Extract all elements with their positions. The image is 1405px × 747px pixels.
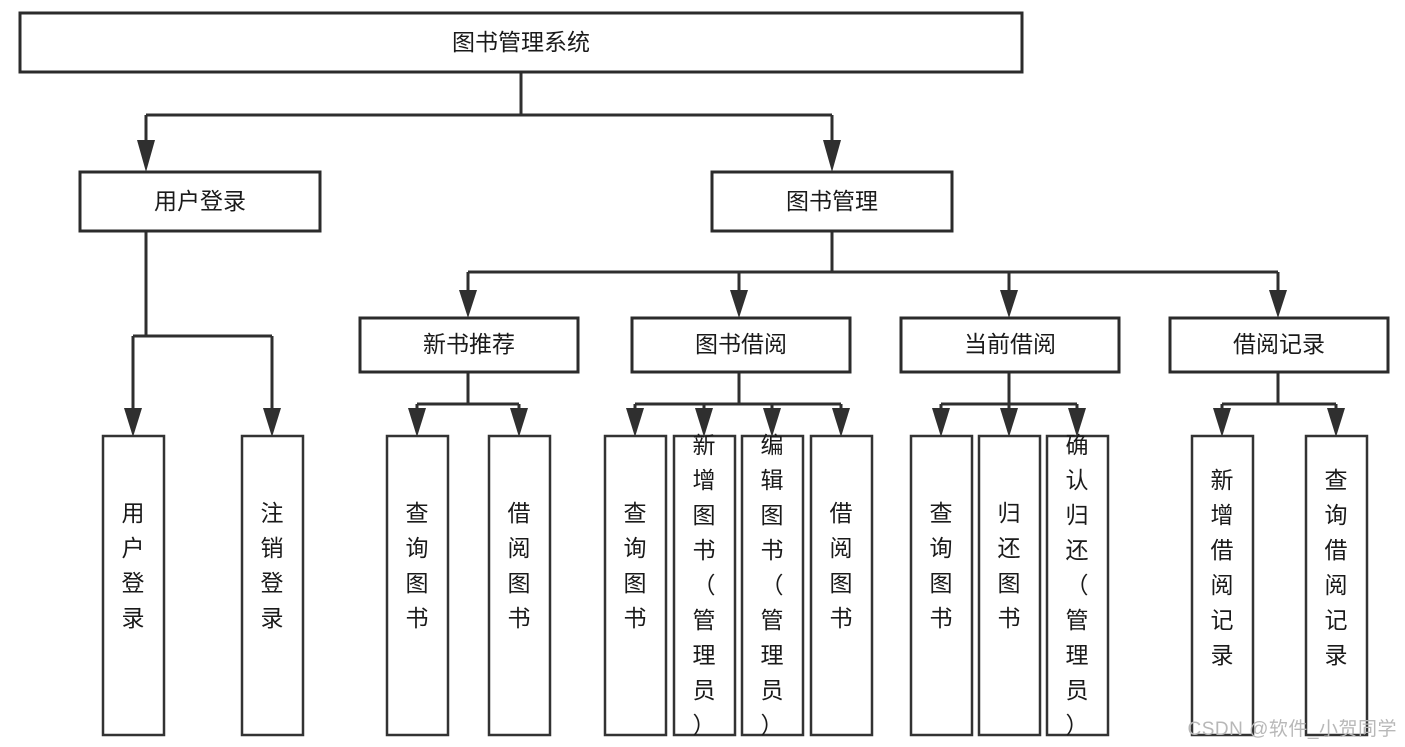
arrowhead-bb-leaf4 — [832, 408, 850, 437]
arrowhead-bb-leaf3 — [763, 408, 781, 437]
node-new-book-recommend-box — [358, 316, 580, 374]
arrowhead-cb-leaf2 — [1000, 408, 1018, 437]
arrowhead-bb-leaf2 — [695, 408, 713, 437]
leaf-current-borrow-query-book[interactable]: 查询图书 — [909, 434, 974, 737]
node-root-book-management-system[interactable]: 图书管理系统 — [18, 11, 1024, 74]
arrowhead-cb-leaf3 — [1068, 408, 1086, 437]
arrowhead-nb-leaf2 — [510, 408, 528, 437]
leaf-box — [385, 434, 450, 737]
arrowhead-new-book — [459, 290, 477, 318]
arrowhead-nb-leaf1 — [408, 408, 426, 437]
node-current-borrow[interactable]: 当前借阅 — [899, 316, 1121, 374]
node-borrow-record[interactable]: 借阅记录 — [1168, 316, 1390, 374]
leaf-label: 借阅图书 — [830, 500, 853, 631]
node-borrow-record-box — [1168, 316, 1390, 374]
node-user-login[interactable]: 用户登录 — [78, 170, 322, 233]
leaf-box — [101, 434, 166, 737]
leaf-label: 归还图书 — [998, 500, 1021, 631]
leaf-label: 查询图书 — [624, 500, 647, 631]
leaf-box — [977, 434, 1042, 737]
node-book-borrow[interactable]: 图书借阅 — [630, 316, 852, 374]
leaf-borrow-record-add-record[interactable]: 新增借阅记录 — [1190, 434, 1255, 737]
node-book-management[interactable]: 图书管理 — [710, 170, 954, 233]
leaf-box — [740, 434, 805, 737]
arrowhead-br-leaf1 — [1213, 408, 1231, 437]
node-book-management-label: 图书管理 — [786, 188, 878, 214]
arrowhead-book-borrow — [730, 290, 748, 318]
leaf-user-login-logout[interactable]: 注销登录 — [240, 434, 305, 737]
arrowhead-book-manage — [823, 140, 841, 172]
leaf-user-login-login[interactable]: 用户登录 — [101, 434, 166, 737]
leaf-box — [1045, 434, 1110, 737]
node-book-borrow-box — [630, 316, 852, 374]
leaf-label: 查询图书 — [406, 500, 429, 631]
leaf-label: 确认归还（管理员） — [1066, 432, 1089, 738]
leaf-label: 注销登录 — [261, 500, 284, 631]
arrowhead-cb-leaf1 — [932, 408, 950, 437]
leaf-book-borrow-borrow-book[interactable]: 借阅图书 — [809, 434, 874, 737]
leaf-box — [672, 434, 737, 737]
node-book-management-box — [710, 170, 954, 233]
leaf-label: 新增借阅记录 — [1211, 467, 1234, 668]
node-user-login-box — [78, 170, 322, 233]
leaf-box — [1190, 434, 1255, 737]
leaf-new-book-borrow-book[interactable]: 借阅图书 — [487, 434, 552, 737]
node-current-borrow-box — [899, 316, 1121, 374]
leaf-box — [909, 434, 974, 737]
arrowhead-user-login — [137, 140, 155, 172]
leaf-label: 编辑图书（管理员） — [761, 432, 784, 738]
node-borrow-record-label: 借阅记录 — [1233, 331, 1325, 357]
arrowhead-bb-leaf1 — [626, 408, 644, 437]
node-new-book-recommend[interactable]: 新书推荐 — [358, 316, 580, 374]
arrowhead-leaf-logout — [263, 408, 281, 437]
leaf-borrow-record-query-record[interactable]: 查询借阅记录 — [1304, 434, 1369, 737]
leaf-box — [603, 434, 668, 737]
leaf-book-borrow-query-book[interactable]: 查询图书 — [603, 434, 668, 737]
node-root-box — [18, 11, 1024, 74]
leaf-current-borrow-confirm-return-admin[interactable]: 确认归还（管理员） — [1045, 432, 1110, 738]
connectors — [124, 72, 1345, 437]
leaf-box — [1304, 434, 1369, 737]
node-book-borrow-label: 图书借阅 — [695, 331, 787, 357]
node-root-label: 图书管理系统 — [452, 29, 590, 55]
leaf-label: 新增图书（管理员） — [693, 432, 716, 738]
arrowhead-borrow-record — [1269, 290, 1287, 318]
arrowhead-br-leaf2 — [1327, 408, 1345, 437]
arrowhead-current-borrow — [1000, 290, 1018, 318]
node-new-book-recommend-label: 新书推荐 — [423, 331, 515, 357]
leaf-box — [240, 434, 305, 737]
leaf-label: 查询借阅记录 — [1325, 467, 1348, 668]
leaf-book-borrow-edit-book-admin[interactable]: 编辑图书（管理员） — [740, 432, 805, 738]
leaf-book-borrow-add-book-admin[interactable]: 新增图书（管理员） — [672, 432, 737, 738]
leaf-label: 用户登录 — [122, 500, 145, 631]
leaf-new-book-query-book[interactable]: 查询图书 — [385, 434, 450, 737]
arrowhead-leaf-user-login — [124, 408, 142, 437]
node-current-borrow-label: 当前借阅 — [964, 331, 1056, 357]
leaf-label: 查询图书 — [930, 500, 953, 631]
leaf-box — [487, 434, 552, 737]
leaf-current-borrow-return-book[interactable]: 归还图书 — [977, 434, 1042, 737]
leaf-box — [809, 434, 874, 737]
node-user-login-label: 用户登录 — [154, 188, 246, 214]
leaf-label: 借阅图书 — [508, 500, 531, 631]
